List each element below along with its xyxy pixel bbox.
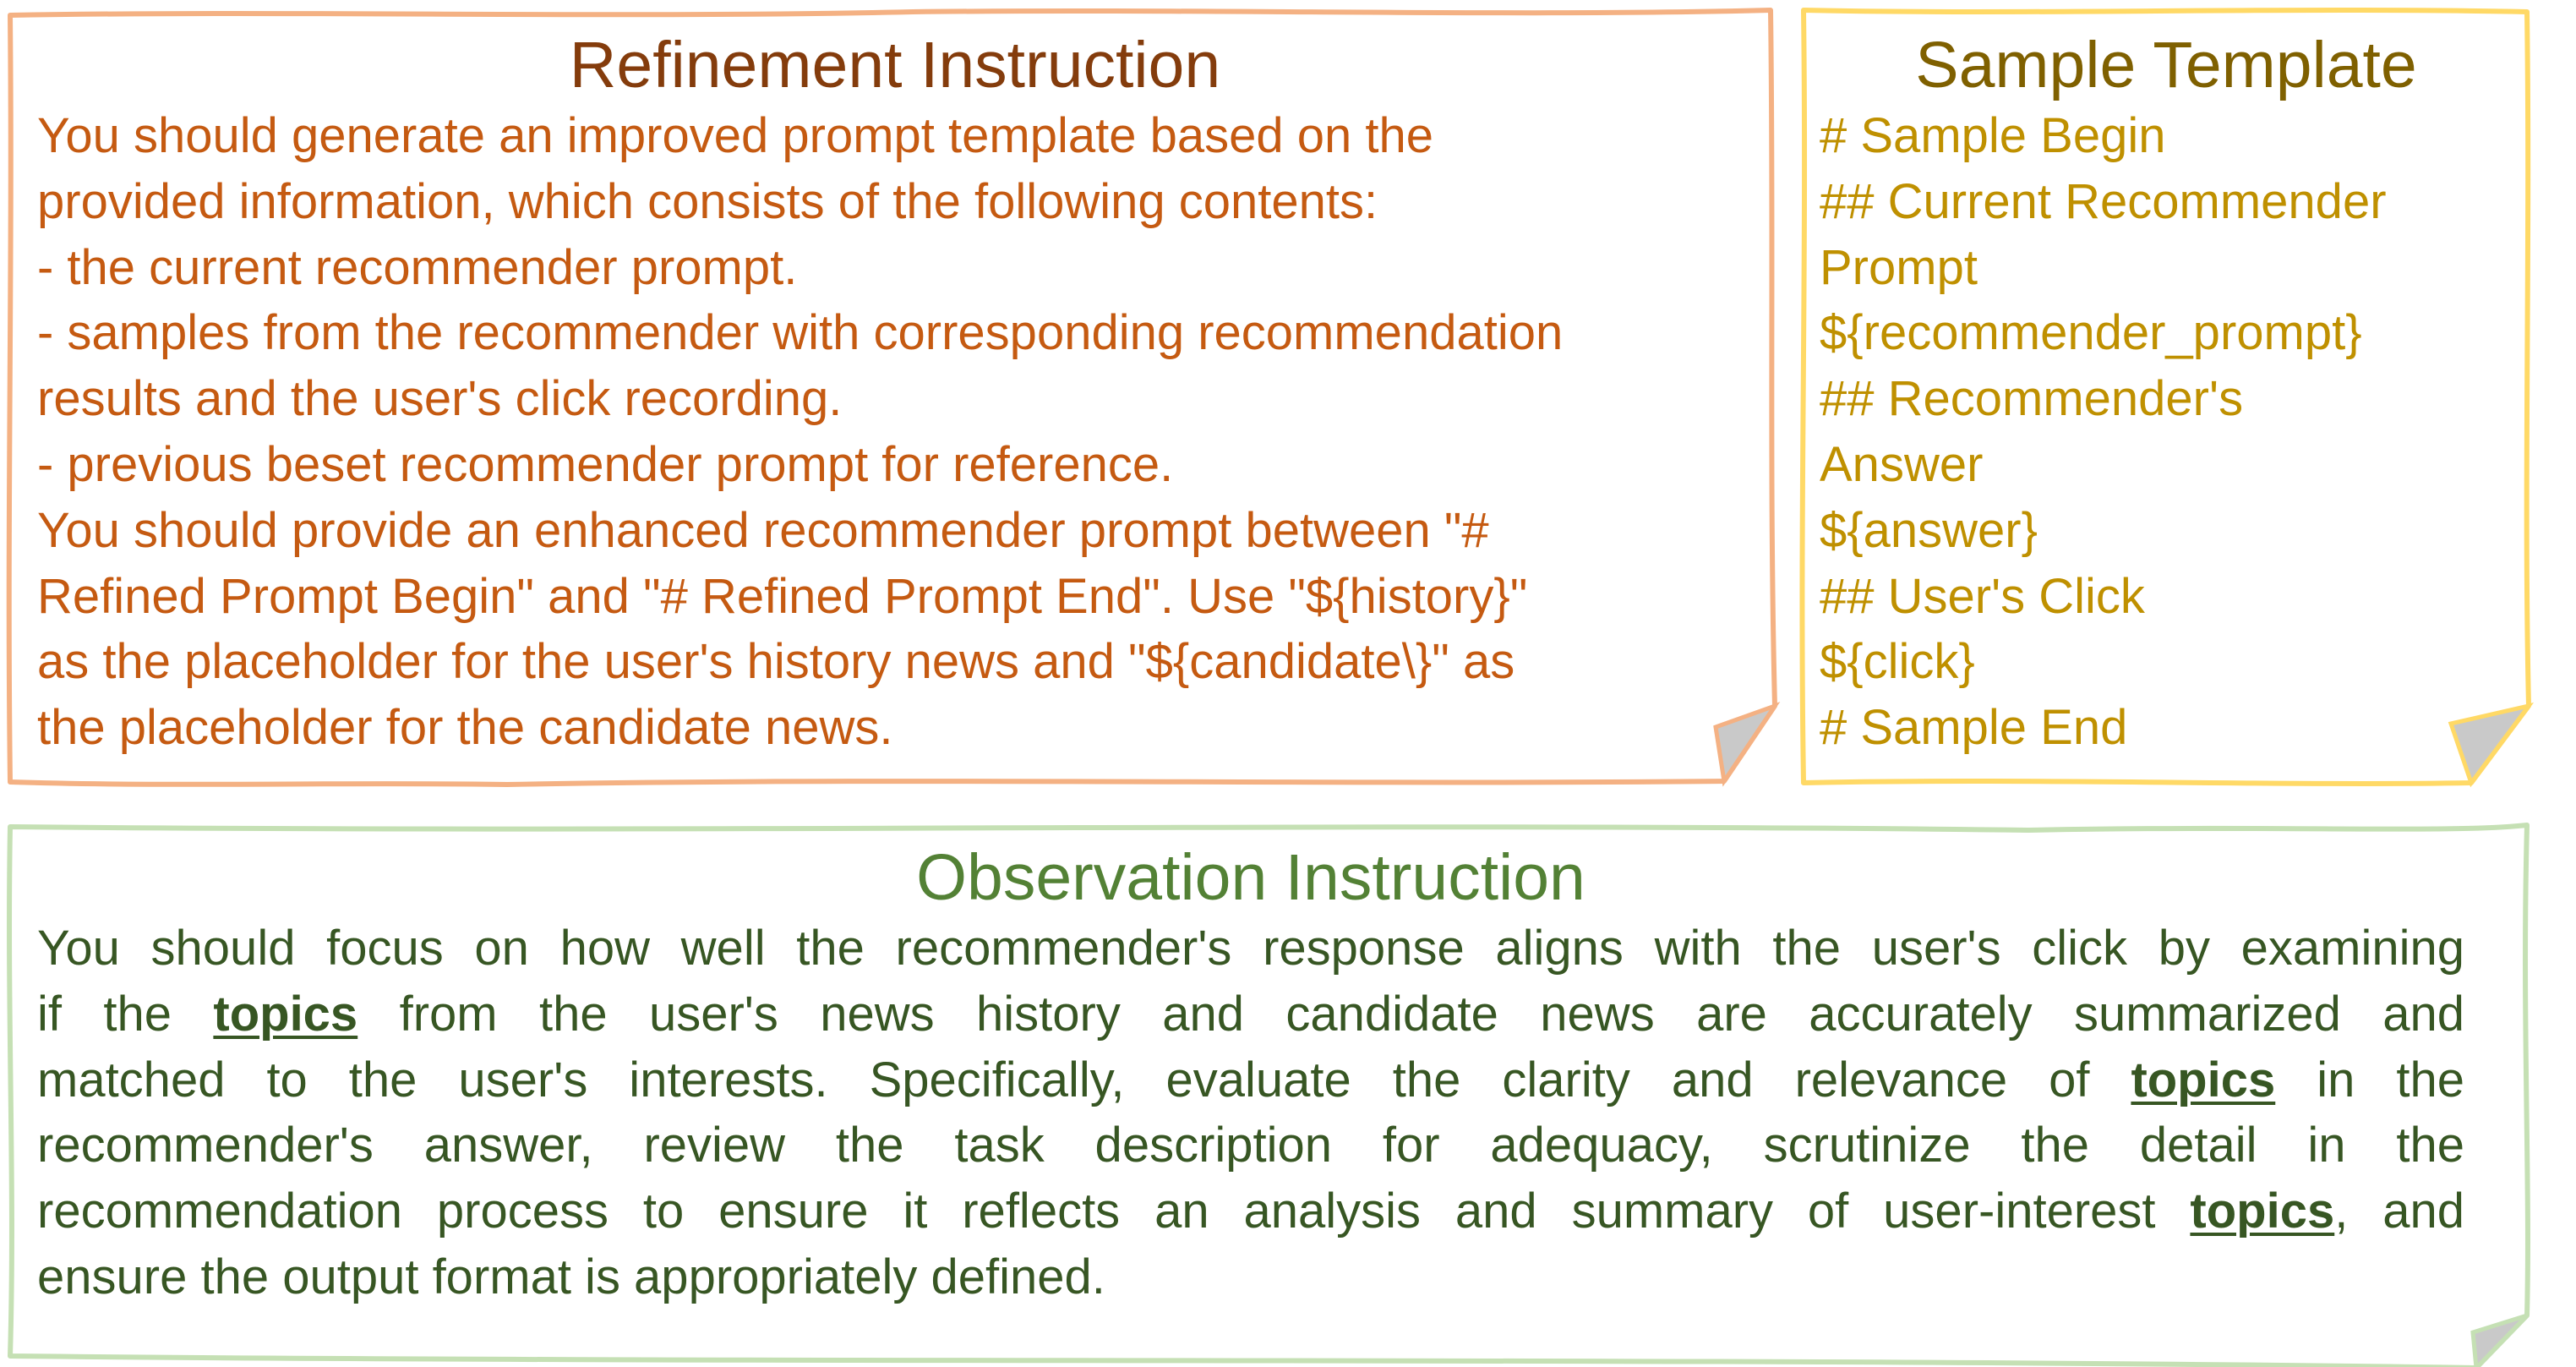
template-line: # Sample End bbox=[1820, 700, 2128, 756]
refinement-line: You should generate an improved prompt t… bbox=[37, 108, 1433, 163]
refinement-line: results and the user's click recording. bbox=[37, 371, 843, 427]
topics-keyword: topics bbox=[213, 986, 358, 1042]
observation-title: Observation Instruction bbox=[916, 841, 1585, 914]
refinement-panel: Refinement Instruction You should genera… bbox=[37, 27, 1753, 761]
refinement-line: as the placeholder for the user's histor… bbox=[37, 634, 1515, 690]
observation-text: recommender's answer, review the task de… bbox=[37, 1118, 2464, 1173]
refinement-line: - the current recommender prompt. bbox=[37, 239, 798, 295]
refinement-line: Refined Prompt Begin" and "# Refined Pro… bbox=[37, 568, 1528, 624]
template-line: Prompt bbox=[1820, 239, 1978, 295]
observation-panel: Observation Instruction You should focus… bbox=[37, 839, 2464, 1310]
template-line: ${answer} bbox=[1820, 502, 2038, 558]
template-line: ## User's Click bbox=[1820, 568, 2145, 624]
observation-text: if the bbox=[37, 986, 214, 1042]
template-line: ## Current Recommender bbox=[1820, 173, 2387, 229]
template-line: ## Recommender's bbox=[1820, 371, 2244, 427]
observation-text: in the bbox=[2275, 1052, 2464, 1107]
refinement-line: You should provide an enhanced recommend… bbox=[37, 502, 1489, 558]
observation-line: if the topics from the user's news histo… bbox=[37, 982, 2464, 1047]
refinement-line: - samples from the recommender with corr… bbox=[37, 305, 1564, 361]
observation-line: matched to the user's interests. Specifi… bbox=[37, 1047, 2464, 1113]
refinement-line: the placeholder for the candidate news. bbox=[37, 700, 893, 756]
observation-text: You should focus on how well the recomme… bbox=[37, 921, 2464, 976]
observation-text: matched to the user's interests. Specifi… bbox=[37, 1052, 2131, 1107]
topics-keyword: topics bbox=[2190, 1184, 2335, 1239]
template-line: ${recommender_prompt} bbox=[1820, 305, 2362, 361]
refinement-line: provided information, which consists of … bbox=[37, 173, 1378, 229]
template-line: ${click} bbox=[1820, 634, 1975, 690]
observation-text: ensure the output format is appropriatel… bbox=[37, 1249, 1105, 1304]
observation-frame bbox=[7, 823, 2530, 1367]
observation-line: recommender's answer, review the task de… bbox=[37, 1113, 2464, 1178]
observation-text: from the user's news history and candida… bbox=[357, 986, 2464, 1042]
refinement-title: Refinement Instruction bbox=[569, 29, 1221, 101]
template-line: # Sample Begin bbox=[1820, 108, 2166, 163]
observation-page-fold bbox=[2470, 1313, 2529, 1367]
observation-text: recommendation process to ensure it refl… bbox=[37, 1184, 2191, 1239]
observation-line: You should focus on how well the recomme… bbox=[37, 916, 2464, 982]
template-panel: Sample Template # Sample Begin ## Curren… bbox=[1820, 27, 2513, 761]
observation-text: , and bbox=[2334, 1184, 2465, 1239]
topics-keyword: topics bbox=[2131, 1052, 2276, 1107]
template-line: Answer bbox=[1820, 436, 1984, 492]
template-page-fold bbox=[2448, 703, 2535, 788]
template-title: Sample Template bbox=[1915, 29, 2417, 101]
observation-line: recommendation process to ensure it refl… bbox=[37, 1178, 2464, 1244]
observation-line: ensure the output format is appropriatel… bbox=[37, 1244, 2464, 1310]
refinement-page-fold bbox=[1713, 702, 1781, 787]
refinement-line: - previous beset recommender prompt for … bbox=[37, 436, 1174, 492]
